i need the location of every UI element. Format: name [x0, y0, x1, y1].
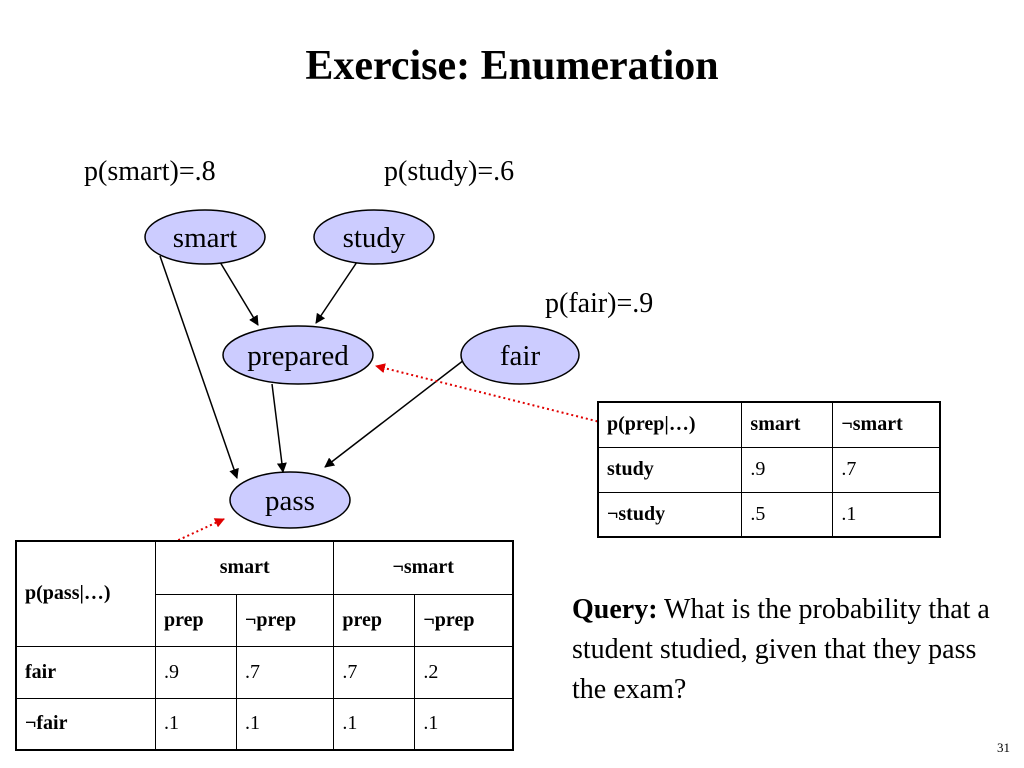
- table-row: study .9 .7: [597, 446, 941, 493]
- prep-table-cell: .5: [741, 491, 834, 538]
- node-study[interactable]: study: [313, 209, 435, 265]
- pass-table-group-smart: smart: [154, 540, 335, 595]
- prep-cpt-table: p(prep|…) smart ¬smart study .9 .7 ¬stud…: [597, 401, 941, 538]
- prep-table-cell: .1: [832, 491, 941, 538]
- node-smart[interactable]: smart: [144, 209, 266, 265]
- prep-table-corner: p(prep|…): [597, 401, 743, 448]
- pass-table-subheader: prep: [154, 593, 238, 647]
- pass-table-row-label: fair: [15, 645, 156, 699]
- pass-table-row-label: ¬fair: [15, 697, 156, 751]
- table-row: prep ¬prep prep ¬prep: [16, 593, 514, 647]
- pass-table-subheader: prep: [333, 593, 416, 647]
- pointer-pass-table: [91, 518, 225, 581]
- node-prepared-label: prepared: [247, 340, 349, 372]
- node-pass-label: pass: [265, 485, 315, 517]
- prep-table-cell: .7: [832, 446, 941, 493]
- edge-smart-pass: [159, 255, 239, 479]
- prior-study: p(study)=.6: [384, 156, 515, 187]
- node-fair[interactable]: fair: [460, 325, 580, 385]
- table-row: ¬study .5 .1: [597, 491, 941, 538]
- node-study-label: study: [343, 222, 406, 254]
- pointer-prep-table: [375, 363, 613, 426]
- query-body: What is the probability that a student s…: [572, 594, 990, 705]
- pass-table-cell: .1: [333, 697, 416, 751]
- pass-cpt-table: p(pass|…) smart ¬smart prep ¬prep prep ¬…: [15, 540, 514, 751]
- pass-table-cell: .7: [236, 645, 335, 699]
- prep-table-header-smart: smart: [741, 401, 834, 448]
- pass-table-cell: .1: [236, 697, 335, 751]
- node-prepared[interactable]: prepared: [222, 325, 374, 385]
- pass-table-group-not-smart: ¬smart: [333, 540, 514, 595]
- edge-smart-prepared: [219, 261, 259, 326]
- pass-table-subheader: ¬prep: [236, 593, 335, 647]
- prior-fair: p(fair)=.9: [545, 288, 654, 319]
- slide-title: Exercise: Enumeration: [305, 43, 719, 89]
- table-row: p(pass|…) smart ¬smart: [15, 540, 514, 647]
- node-pass[interactable]: pass: [229, 471, 351, 529]
- prep-table-cell: .9: [741, 446, 834, 493]
- pass-table-cell: .7: [333, 645, 416, 699]
- query-label: Query:: [572, 594, 658, 625]
- pass-table-subheader: ¬prep: [414, 593, 514, 647]
- table-row: ¬fair .1 .1 .1 .1: [15, 697, 514, 751]
- table-row: p(prep|…) smart ¬smart: [597, 401, 941, 448]
- pass-table-cell: .2: [414, 645, 514, 699]
- prior-smart: p(smart)=.8: [84, 156, 216, 187]
- pass-table-cell: .9: [154, 645, 238, 699]
- node-fair-label: fair: [500, 340, 541, 372]
- pass-table-cell: .1: [154, 697, 238, 751]
- pass-table-cell: .1: [414, 697, 514, 751]
- prep-table-row-label: study: [597, 446, 743, 493]
- node-smart-label: smart: [173, 222, 237, 254]
- edge-prepared-pass: [271, 383, 287, 473]
- prep-table-row-label: ¬study: [597, 491, 743, 538]
- table-row: fair .9 .7 .7 .2: [15, 645, 514, 699]
- edge-study-prepared: [315, 261, 358, 324]
- edge-fair-pass: [324, 359, 465, 468]
- query-text: Query: What is the probability that a st…: [572, 590, 992, 710]
- page-number: 31: [997, 740, 1010, 755]
- pass-table-corner: p(pass|…): [15, 540, 156, 647]
- prep-table-header-not-smart: ¬smart: [832, 401, 941, 448]
